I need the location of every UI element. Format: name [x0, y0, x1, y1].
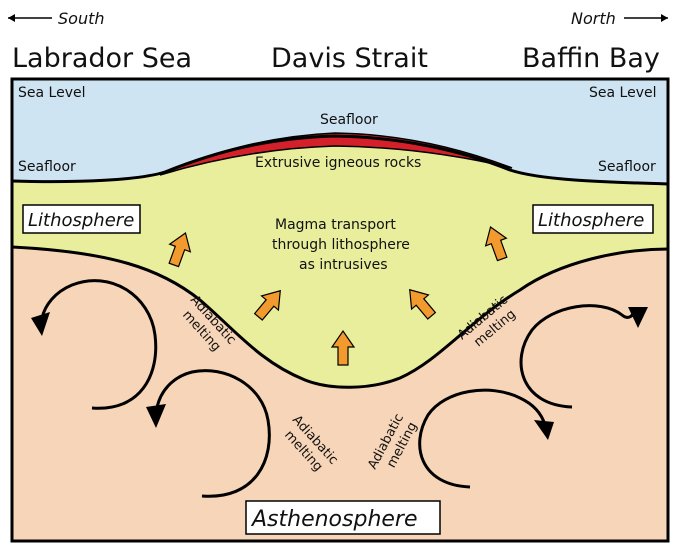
asthenosphere-label: Asthenosphere [250, 507, 418, 532]
sea-level-right-label: Sea Level [589, 85, 656, 101]
magma-transport-line1: Magma transport [275, 217, 396, 233]
extrusive-rocks-label: Extrusive igneous rocks [255, 155, 421, 171]
seafloor-left-label: Seafloor [18, 159, 76, 175]
sea-level-left-label: Sea Level [18, 85, 85, 101]
asthenosphere-box: Asthenosphere [246, 501, 440, 534]
lithosphere-left-box: Lithosphere [23, 205, 140, 233]
region-title-davis-strait: Davis Strait [271, 43, 428, 74]
lithosphere-right-box: Lithosphere [533, 205, 653, 233]
north-label: North [571, 9, 616, 28]
seafloor-top-label: Seafloor [320, 112, 378, 128]
lithosphere-right-label: Lithosphere [538, 210, 644, 231]
seafloor-right-label: Seafloor [598, 159, 656, 175]
magma-transport-line2: through lithosphere [272, 237, 410, 253]
region-title-baffin-bay: Baffin Bay [522, 43, 660, 74]
region-title-labrador-sea: Labrador Sea [12, 43, 192, 74]
south-label: South [58, 9, 105, 28]
north-direction: North [571, 9, 668, 28]
lithosphere-left-label: Lithosphere [28, 210, 134, 231]
south-direction: South [8, 9, 105, 28]
south-arrowhead-icon [8, 14, 15, 22]
north-arrowhead-icon [661, 14, 668, 22]
magma-transport-line3: as intrusives [299, 257, 388, 273]
